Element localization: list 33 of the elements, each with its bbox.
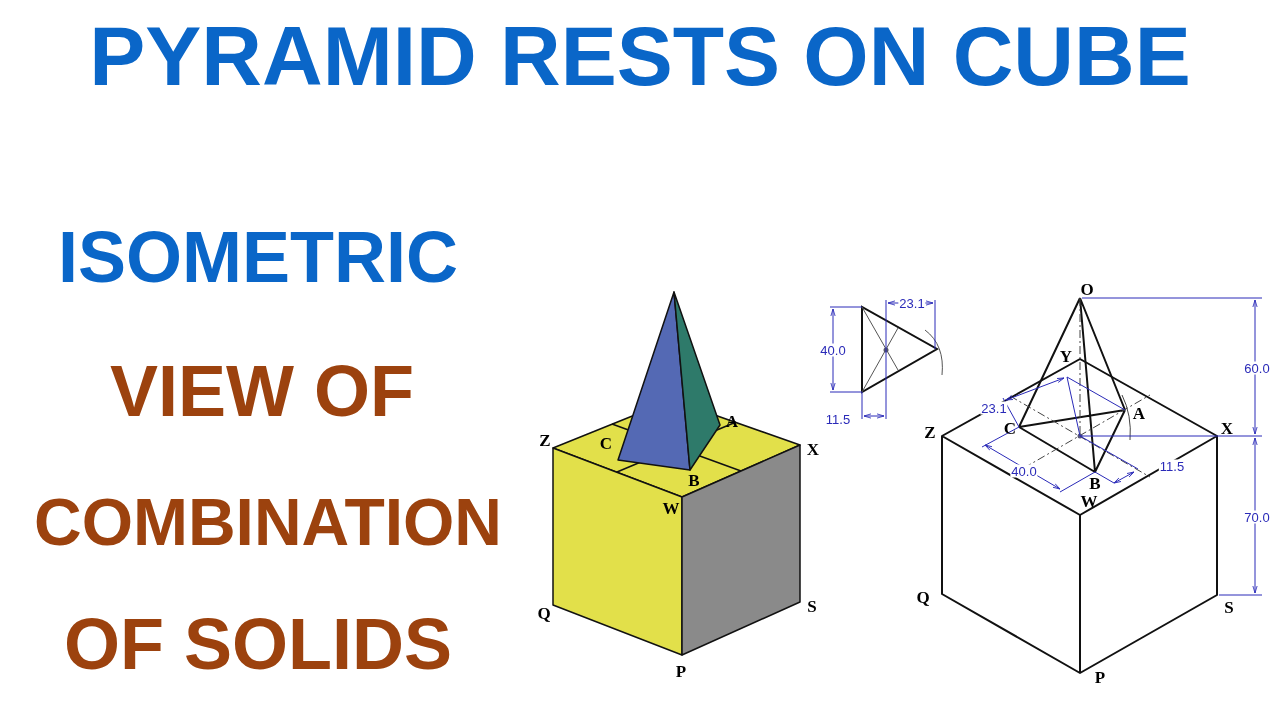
vertex-label: Z xyxy=(539,431,551,449)
dimension-value: 23.1 xyxy=(898,296,926,310)
dimension-value: 70.0 xyxy=(1243,510,1271,524)
dimension-value: 23.1 xyxy=(980,401,1008,415)
vertex-label: Z xyxy=(924,423,936,441)
vertex-label: P xyxy=(675,662,687,680)
dimension-value: 11.5 xyxy=(1158,459,1186,473)
vertex-label: Q xyxy=(537,604,551,622)
subtitle-text: OF SOLIDS xyxy=(64,605,452,685)
dimension-value: 60.0 xyxy=(1243,361,1271,375)
subtitle-text: COMBINATION xyxy=(33,485,503,559)
vertex-label: B xyxy=(1089,474,1101,492)
vertex-label: C xyxy=(1003,419,1017,437)
dimension-value: 11.5 xyxy=(824,412,852,426)
vertex-label: X xyxy=(806,440,820,458)
vertex-label: P xyxy=(1094,668,1106,686)
vertex-label: S xyxy=(1224,598,1234,616)
vertex-label: Y xyxy=(1059,347,1073,365)
vertex-label: O xyxy=(1080,280,1094,298)
vertex-label: S xyxy=(807,597,817,615)
subtitle-text: VIEW OF xyxy=(110,352,414,432)
vertex-label: A xyxy=(1132,404,1146,422)
dimension-value: 40.0 xyxy=(1010,464,1038,478)
vertex-label: Q xyxy=(916,588,930,606)
vertex-label: X xyxy=(1220,419,1234,437)
subtitle-text: ISOMETRIC xyxy=(58,218,458,298)
vertex-label: A xyxy=(725,412,739,430)
vertex-label: W xyxy=(662,499,680,517)
title: PYRAMID RESTS ON CUBE xyxy=(88,8,1192,105)
vertex-label: C xyxy=(599,434,613,452)
vertex-label: W xyxy=(1080,492,1098,510)
dimension-value: 40.0 xyxy=(819,343,847,357)
vertex-label: B xyxy=(688,471,700,489)
